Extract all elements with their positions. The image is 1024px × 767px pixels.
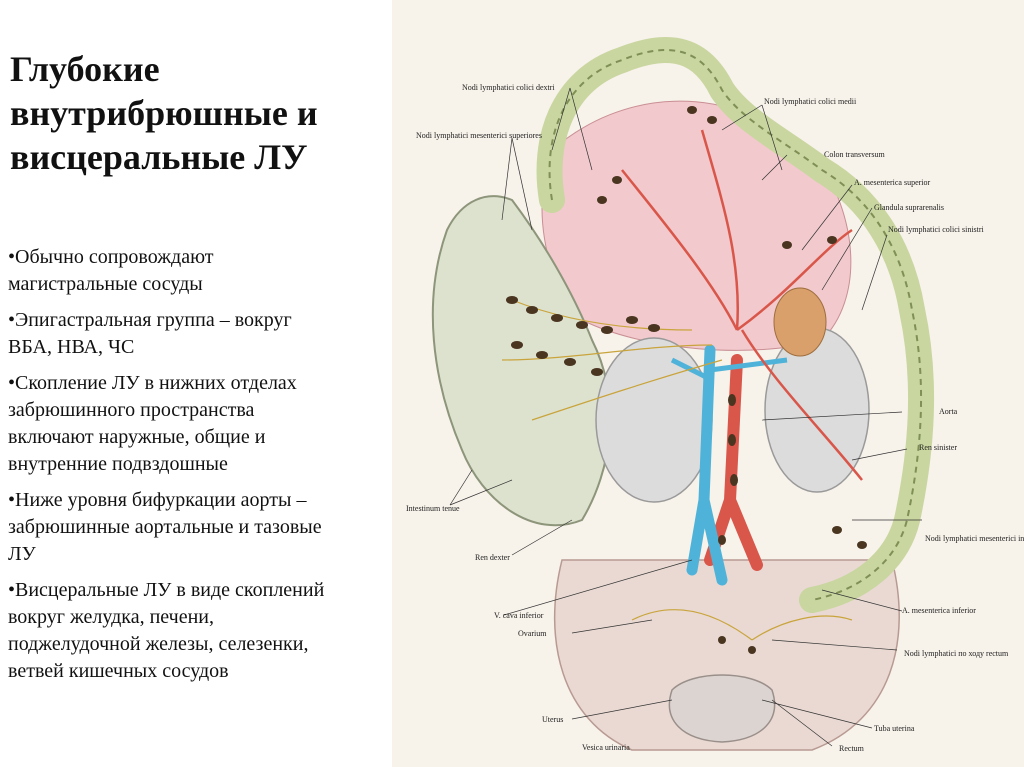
label-ren-dexter: Ren dexter: [475, 553, 510, 562]
label-colici-sinistri: Nodi lymphatici colici sinistri: [888, 225, 985, 234]
label-cava-inferior: V. cava inferior: [494, 611, 544, 620]
label-hodu-recti: Nodi lymphatici по ходу rectum: [904, 649, 1009, 658]
label-rectum: Rectum: [839, 744, 865, 753]
label-ren-sinister: Ren sinister: [919, 443, 957, 452]
label-mesenterici-inferiores: Nodi lymphatici mesenterici inferiores: [925, 534, 1024, 543]
uterus: [668, 674, 776, 743]
label-mesenterica-superior: A. mesenterica superior: [854, 178, 931, 187]
label-colici-dextri: Nodi lymphatici colici dextri: [462, 83, 555, 92]
kidney-left: [764, 327, 870, 493]
colon: [536, 37, 935, 613]
text-panel: Глубокие внутрибрюшные и висцеральные ЛУ…: [0, 0, 392, 767]
label-mesenterici-superiores: Nodi lymphatici mesenterici superiores: [416, 131, 542, 140]
anatomy-illustration: Nodi lymphatici colici dextri Nodi lymph…: [392, 0, 1024, 767]
lymph-vessels: [501, 299, 853, 641]
kidney-right: [595, 337, 713, 503]
adrenal-gland: [773, 287, 827, 357]
label-tuba-uterina: Tuba uterina: [874, 724, 915, 733]
bullet-item: •Ниже уровня бифуркации аорты – забрюшин…: [8, 489, 322, 565]
leader-lines: [449, 87, 922, 747]
label-mesenterica-inferior: A. mesenterica inferior: [902, 606, 976, 615]
bullet-item: •Висцеральные ЛУ в виде скоплений вокруг…: [8, 579, 325, 682]
renal-veins: [670, 357, 788, 383]
mesenteric-arteries: [621, 129, 863, 481]
bullet-item: •Эпигастральная группа – вокруг ВБА, НВА…: [8, 309, 292, 358]
label-uterus: Uterus: [542, 715, 563, 724]
vena-cava: [686, 344, 728, 586]
bullet-list: •Обычно сопровождают магистральные сосуд…: [8, 244, 388, 694]
bullet-item: •Обычно сопровождают магистральные сосуд…: [8, 246, 214, 295]
slide-title: Глубокие внутрибрюшные и висцеральные ЛУ: [10, 49, 318, 177]
label-ovarium: Ovarium: [518, 629, 547, 638]
label-colon-transversum: Colon transversum: [824, 150, 885, 159]
label-colici-medii: Nodi lymphatici colici medii: [764, 97, 857, 106]
small-intestine: [431, 195, 612, 527]
bullet-item: •Скопление ЛУ в нижних отделах забрюшинн…: [8, 372, 297, 475]
lymph-nodes: [506, 106, 867, 654]
label-vesica-urinaria: Vesica urinaria: [582, 743, 630, 752]
label-aorta: Aorta: [939, 407, 958, 416]
label-intestinum-tenue: Intestinum tenue: [406, 504, 460, 513]
label-suprarenalis: Glandula suprarenalis: [874, 203, 944, 212]
anatomy-drawing: Nodi lymphatici colici dextri Nodi lymph…: [406, 37, 1024, 753]
